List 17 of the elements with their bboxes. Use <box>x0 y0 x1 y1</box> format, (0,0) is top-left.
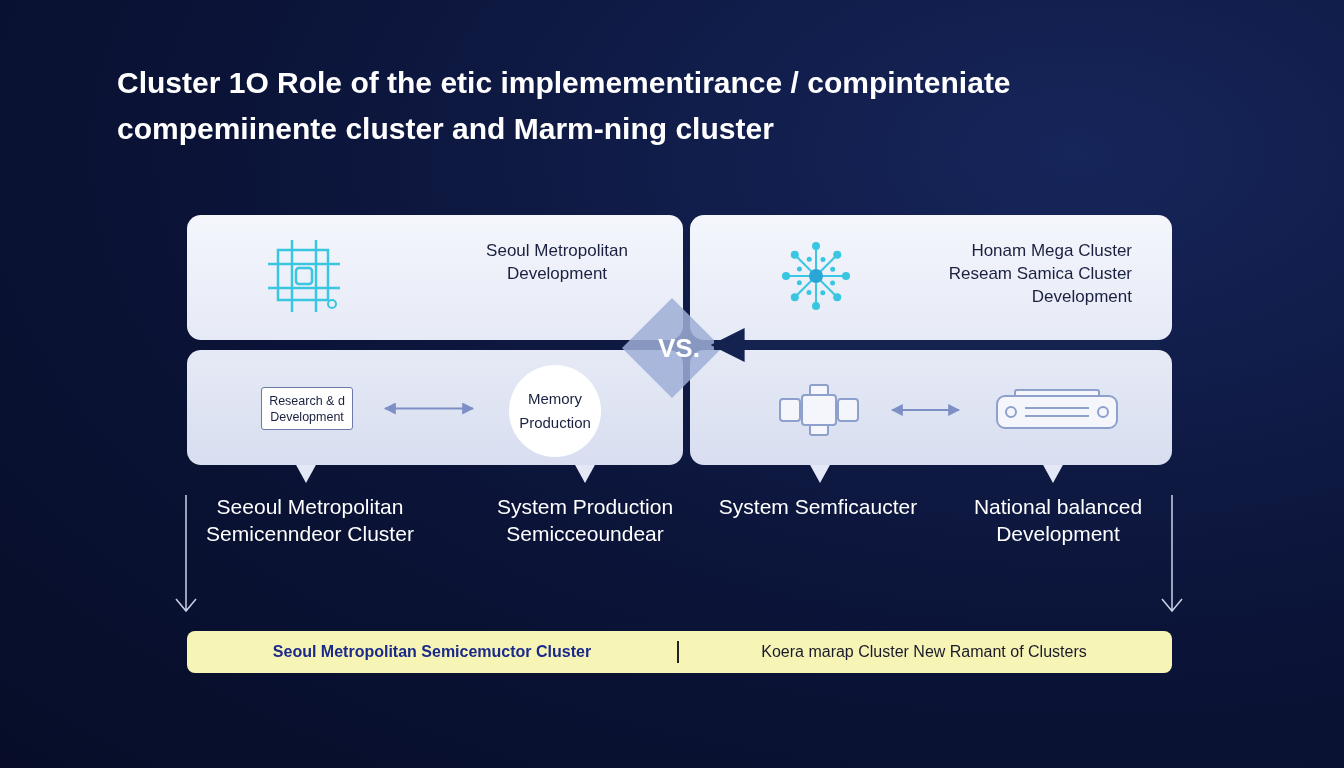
panel <box>690 215 1172 340</box>
arrow <box>383 402 475 415</box>
summary-bar <box>187 631 1172 673</box>
bar-text: Koera marap Cluster New Ramant of Clusters <box>760 643 1088 661</box>
panel-heading: Honam Mega Cluster Reseam Samica Cluster Development <box>947 240 1132 308</box>
text-box: Research & d Development <box>261 387 353 430</box>
panel-heading: Seoul Metropolitan Development <box>485 240 629 285</box>
caption-text: Seeoul Metropolitan Semicenndeor Cluster <box>205 494 415 547</box>
title: Cluster 1O Role of the etic implemementirance / compinteniate compemiinente cluster and Marm-ning cluster <box>117 65 1012 147</box>
bar-text: Seoul Metropolitan Semicemuctor Cluster <box>271 643 593 661</box>
circle-node: Memory Production <box>509 365 601 457</box>
panel <box>187 215 683 340</box>
caption-text: System Semficaucter <box>717 494 919 520</box>
arrow <box>890 404 961 416</box>
vs-label: VS. <box>658 333 700 364</box>
caption-text: System Production Semicceoundear <box>495 494 675 547</box>
caption-text: National balanced Development <box>972 494 1144 547</box>
